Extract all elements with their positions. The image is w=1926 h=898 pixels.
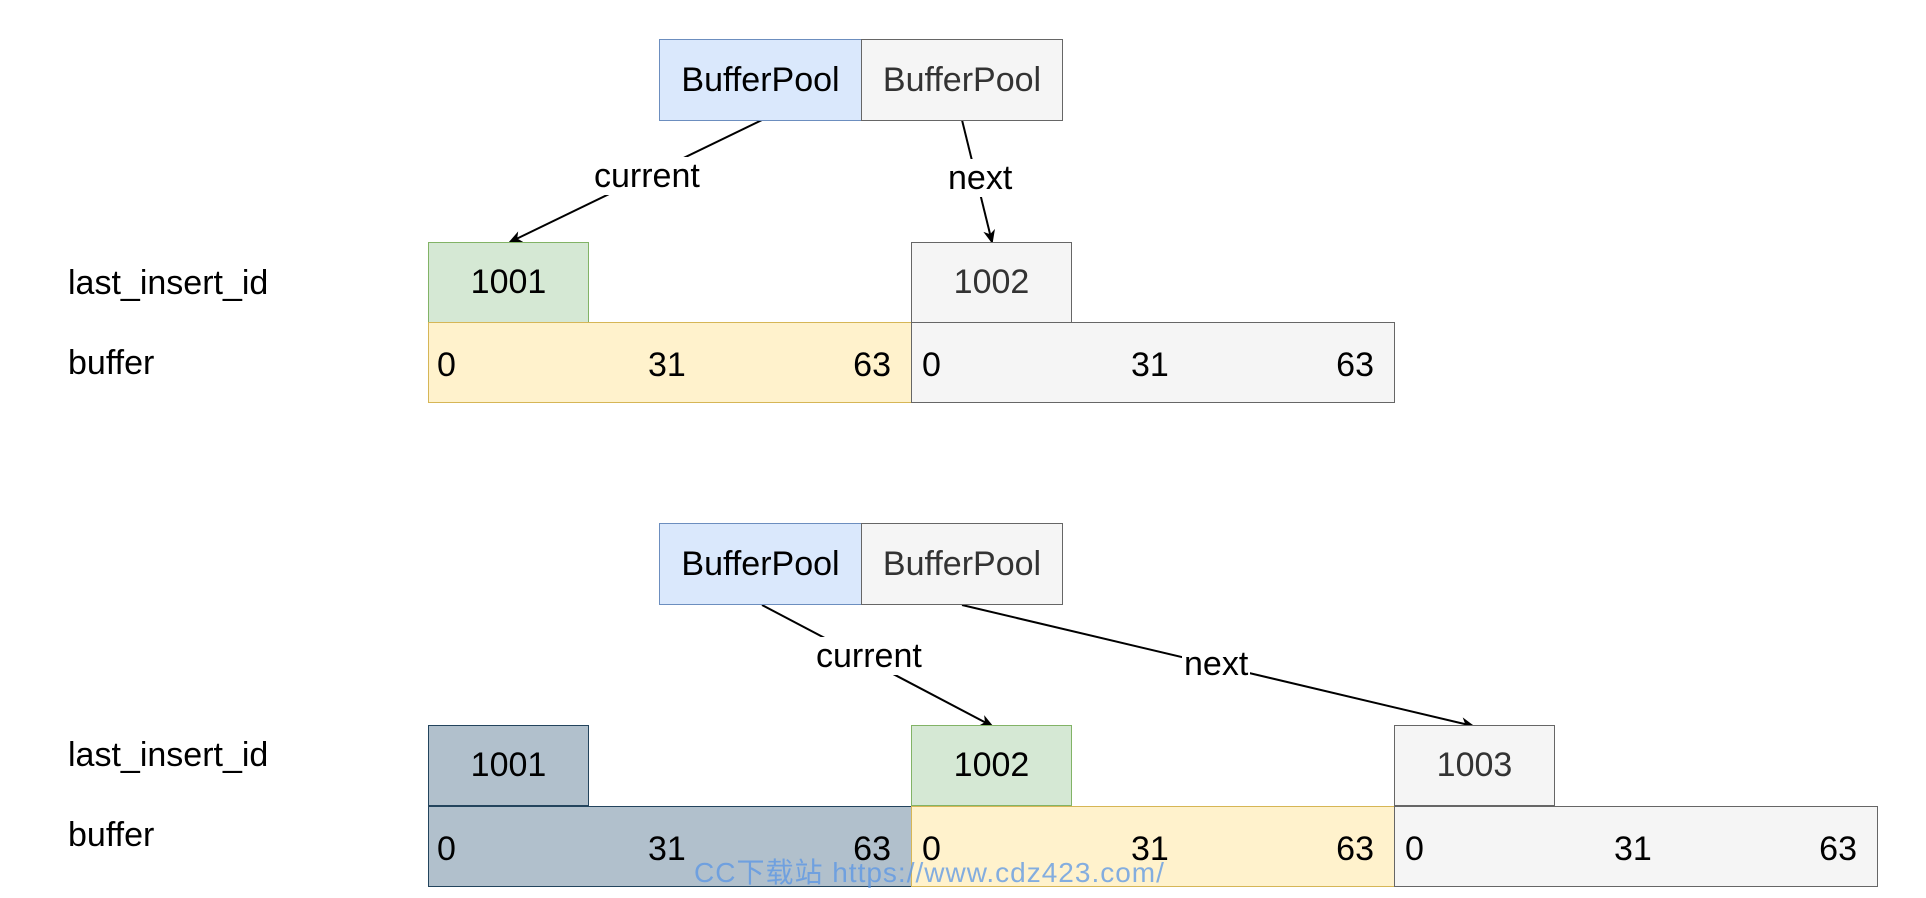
bottom-bufferpool-current: BufferPool: [659, 523, 862, 605]
bottom-id-box-1001: 1001: [428, 725, 589, 806]
bottom-id-box-1003: 1003: [1394, 725, 1555, 806]
buffer-index-mid: 31: [1131, 830, 1169, 868]
buffer-index-end: 63: [1336, 346, 1374, 384]
top-edge-label-current: current: [592, 157, 702, 195]
buffer-index-start: 0: [437, 346, 456, 384]
top-bufferpool-current: BufferPool: [659, 39, 862, 121]
bottom-row-label-last-insert-id: last_insert_id: [68, 736, 269, 774]
bottom-buffer-segment-current: 0 31 63: [911, 806, 1395, 887]
buffer-index-mid: 31: [648, 346, 686, 384]
watermark: CC下载站 https://www.cdz423.com/: [694, 857, 1165, 888]
bottom-buffer-segment-next: 0 31 63: [1394, 806, 1878, 887]
bottom-id-box-1002: 1002: [911, 725, 1072, 806]
bottom-row-label-buffer: buffer: [68, 816, 155, 854]
top-edge-label-next: next: [946, 159, 1015, 197]
top-id-box-1001: 1001: [428, 242, 589, 323]
buffer-index-start: 0: [437, 830, 456, 868]
buffer-index-start: 0: [922, 346, 941, 384]
buffer-index-start: 0: [922, 830, 941, 868]
buffer-index-mid: 31: [1614, 830, 1652, 868]
bottom-edge-label-next: next: [1182, 645, 1251, 683]
buffer-index-start: 0: [1405, 830, 1424, 868]
top-buffer-segment-current: 0 31 63: [428, 322, 912, 403]
top-row-label-buffer: buffer: [68, 344, 155, 382]
bottom-buffer-segment-used: 0 31 63: [428, 806, 912, 887]
buffer-index-end: 63: [1819, 830, 1857, 868]
top-bufferpool-next: BufferPool: [861, 39, 1063, 121]
top-row-label-last-insert-id: last_insert_id: [68, 264, 269, 302]
buffer-index-mid: 31: [1131, 346, 1169, 384]
bottom-edge-label-current: current: [814, 637, 924, 675]
bottom-bufferpool-next: BufferPool: [861, 523, 1063, 605]
top-id-box-1002: 1002: [911, 242, 1072, 323]
buffer-index-end: 63: [1336, 830, 1374, 868]
buffer-index-mid: 31: [648, 830, 686, 868]
buffer-index-end: 63: [853, 346, 891, 384]
buffer-index-end: 63: [853, 830, 891, 868]
top-buffer-segment-next: 0 31 63: [911, 322, 1395, 403]
